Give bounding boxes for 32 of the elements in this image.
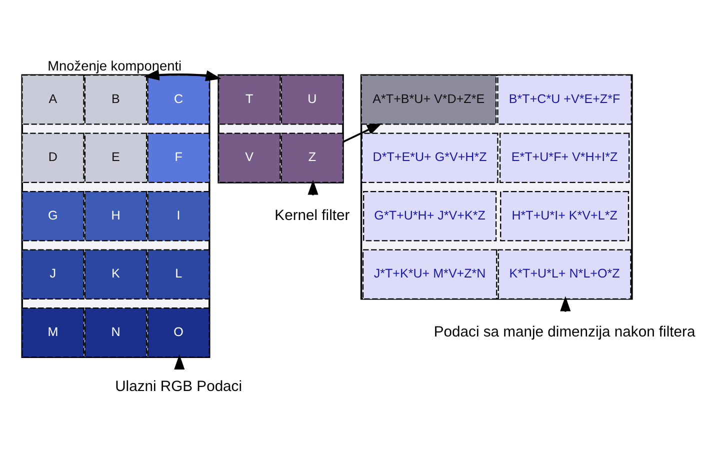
node-box: A (22, 74, 84, 124)
node-box: E*T+U*F+ V*H+I*Z (499, 132, 630, 183)
node-box: U (280, 74, 344, 124)
node-box: H*T+U*I+ K*V+L*Z (500, 190, 630, 241)
node-box: D*T+E*U+ G*V+H*Z (361, 132, 498, 183)
node-box: I (147, 190, 210, 241)
node-box: M (22, 307, 84, 358)
node-box: Z (280, 132, 344, 183)
node-box: F (147, 132, 210, 183)
node-text: Ulazni RGB Podaci (115, 378, 242, 394)
node-box: B (84, 74, 148, 124)
node-box: J (22, 248, 84, 299)
node-box: K*T+U*L+ N*L+O*Z (498, 248, 632, 299)
node-box: L (147, 248, 210, 299)
node-text: Kernel filter (274, 208, 350, 224)
edge-label: Množenje komponenti (48, 58, 182, 74)
node-box: K (84, 248, 148, 299)
arrow (342, 122, 382, 142)
node-box: E (84, 132, 148, 183)
node-box: A*T+B*U+ V*D+Z*E (360, 74, 497, 124)
node-box: V (218, 132, 281, 183)
node-box: B*T+C*U +V*E+Z*F (497, 74, 632, 124)
node-text: Podaci sa manje dimenzija nakon filtera (434, 324, 696, 340)
node-box: N (84, 307, 148, 358)
node-box: O (147, 307, 210, 358)
node-box: D (22, 132, 84, 183)
node-box: H (84, 190, 148, 241)
node-box: G (22, 190, 84, 241)
node-box: T (218, 74, 281, 124)
arrow (174, 354, 185, 370)
node-box: J*T+K*U+ M*V+Z*N (362, 248, 498, 299)
node-box: G*T+U*H+ J*V+K*Z (363, 190, 497, 241)
